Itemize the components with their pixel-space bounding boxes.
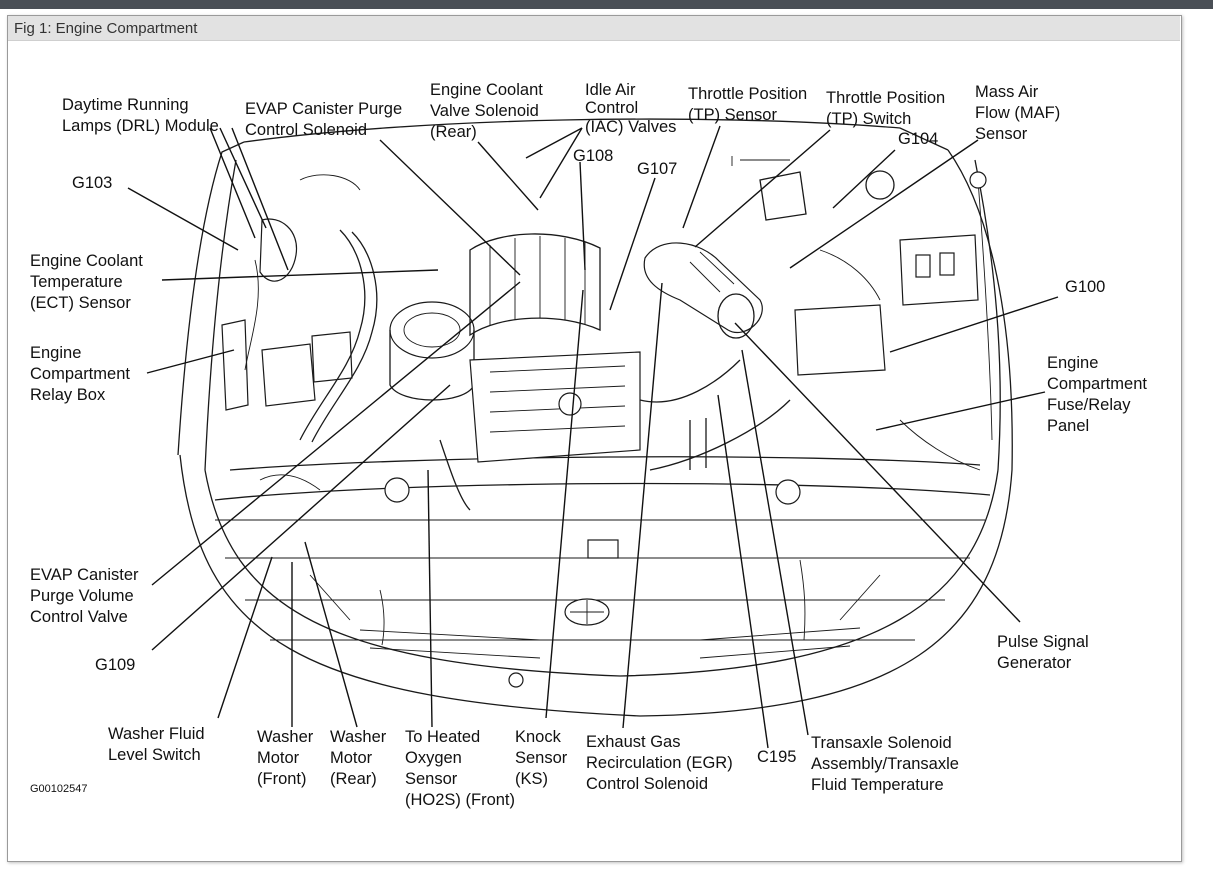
label-evap-purge-volume-control-valve: EVAP Canister Purge Volume Control Valve [30, 566, 143, 626]
label-evap-canister-purge-control-solenoid: EVAP Canister Purge Control Solenoid [245, 100, 407, 139]
label-knock-sensor: Knock Sensor (KS) [515, 728, 572, 788]
label-engine-coolant-valve-solenoid: Engine Coolant Valve Solenoid (Rear) [430, 81, 547, 141]
label-g107: G107 [637, 160, 677, 178]
label-tp-sensor: Throttle Position (TP) Sensor [688, 85, 812, 124]
label-engine-compartment-fuse-relay-panel: Engine Compartment Fuse/Relay Panel [1047, 354, 1152, 435]
engine-illustration [177, 118, 1013, 717]
label-g100: G100 [1065, 278, 1105, 296]
label-maf-sensor: Mass Air Flow (MAF) Sensor [975, 83, 1065, 143]
label-drl-module: Daytime Running Lamps (DRL) Module [62, 96, 219, 135]
figure-caption-bar: Fig 1: Engine Compartment [8, 16, 1180, 41]
label-ect-sensor: Engine Coolant Temperature (ECT) Sensor [30, 252, 147, 312]
label-iac-valves: Idle Air Control (IAC) Valves [585, 81, 676, 136]
top-bar [0, 0, 1213, 9]
label-washer-motor-front: Washer Motor (Front) [257, 728, 318, 788]
label-g103: G103 [72, 174, 112, 192]
label-washer-motor-rear: Washer Motor (Rear) [330, 728, 391, 788]
figure-code: G00102547 [30, 783, 88, 795]
label-washer-fluid-level-switch: Washer Fluid Level Switch [108, 725, 209, 764]
label-g104: G104 [898, 130, 938, 148]
label-g108: G108 [573, 147, 613, 165]
label-g109: G109 [95, 656, 135, 674]
label-heated-oxygen-sensor: To Heated Oxygen Sensor (HO2S) (Front) [405, 728, 515, 809]
leader-lines [127, 125, 1059, 749]
callout-labels: Daytime Running Lamps (DRL) Module EVAP … [30, 81, 1152, 809]
label-engine-compartment-relay-box: Engine Compartment Relay Box [30, 344, 135, 404]
label-pulse-signal-generator: Pulse Signal Generator [997, 633, 1093, 672]
label-tp-switch: Throttle Position (TP) Switch [826, 89, 950, 128]
label-c195: C195 [757, 748, 796, 766]
label-transaxle-solenoid: Transaxle Solenoid Assembly/Transaxle Fl… [811, 734, 964, 794]
label-egr-control-solenoid: Exhaust Gas Recirculation (EGR) Control … [586, 733, 737, 793]
figure-caption: Fig 1: Engine Compartment [14, 20, 198, 37]
